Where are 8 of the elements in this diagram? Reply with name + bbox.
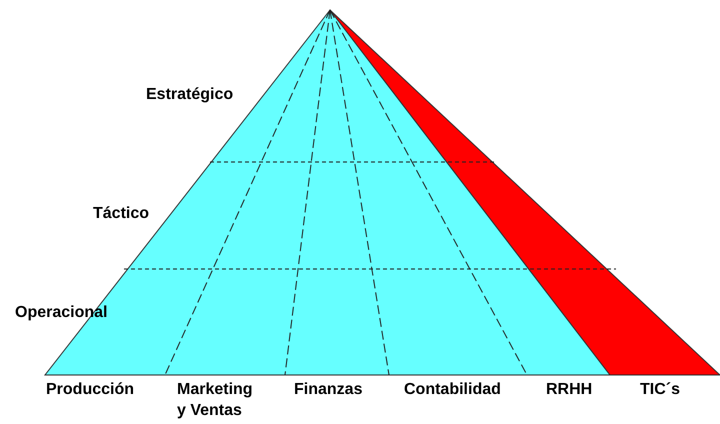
area-label: RRHH <box>546 380 592 400</box>
area-label: Finanzas <box>294 380 362 400</box>
area-label: Producción <box>46 380 134 400</box>
area-label: Contabilidad <box>404 380 501 400</box>
area-label: Marketing y Ventas <box>177 380 254 421</box>
level-label: Táctico <box>93 204 150 224</box>
area-label: TIC´s <box>640 380 680 400</box>
level-label: Estratégico <box>146 85 234 105</box>
